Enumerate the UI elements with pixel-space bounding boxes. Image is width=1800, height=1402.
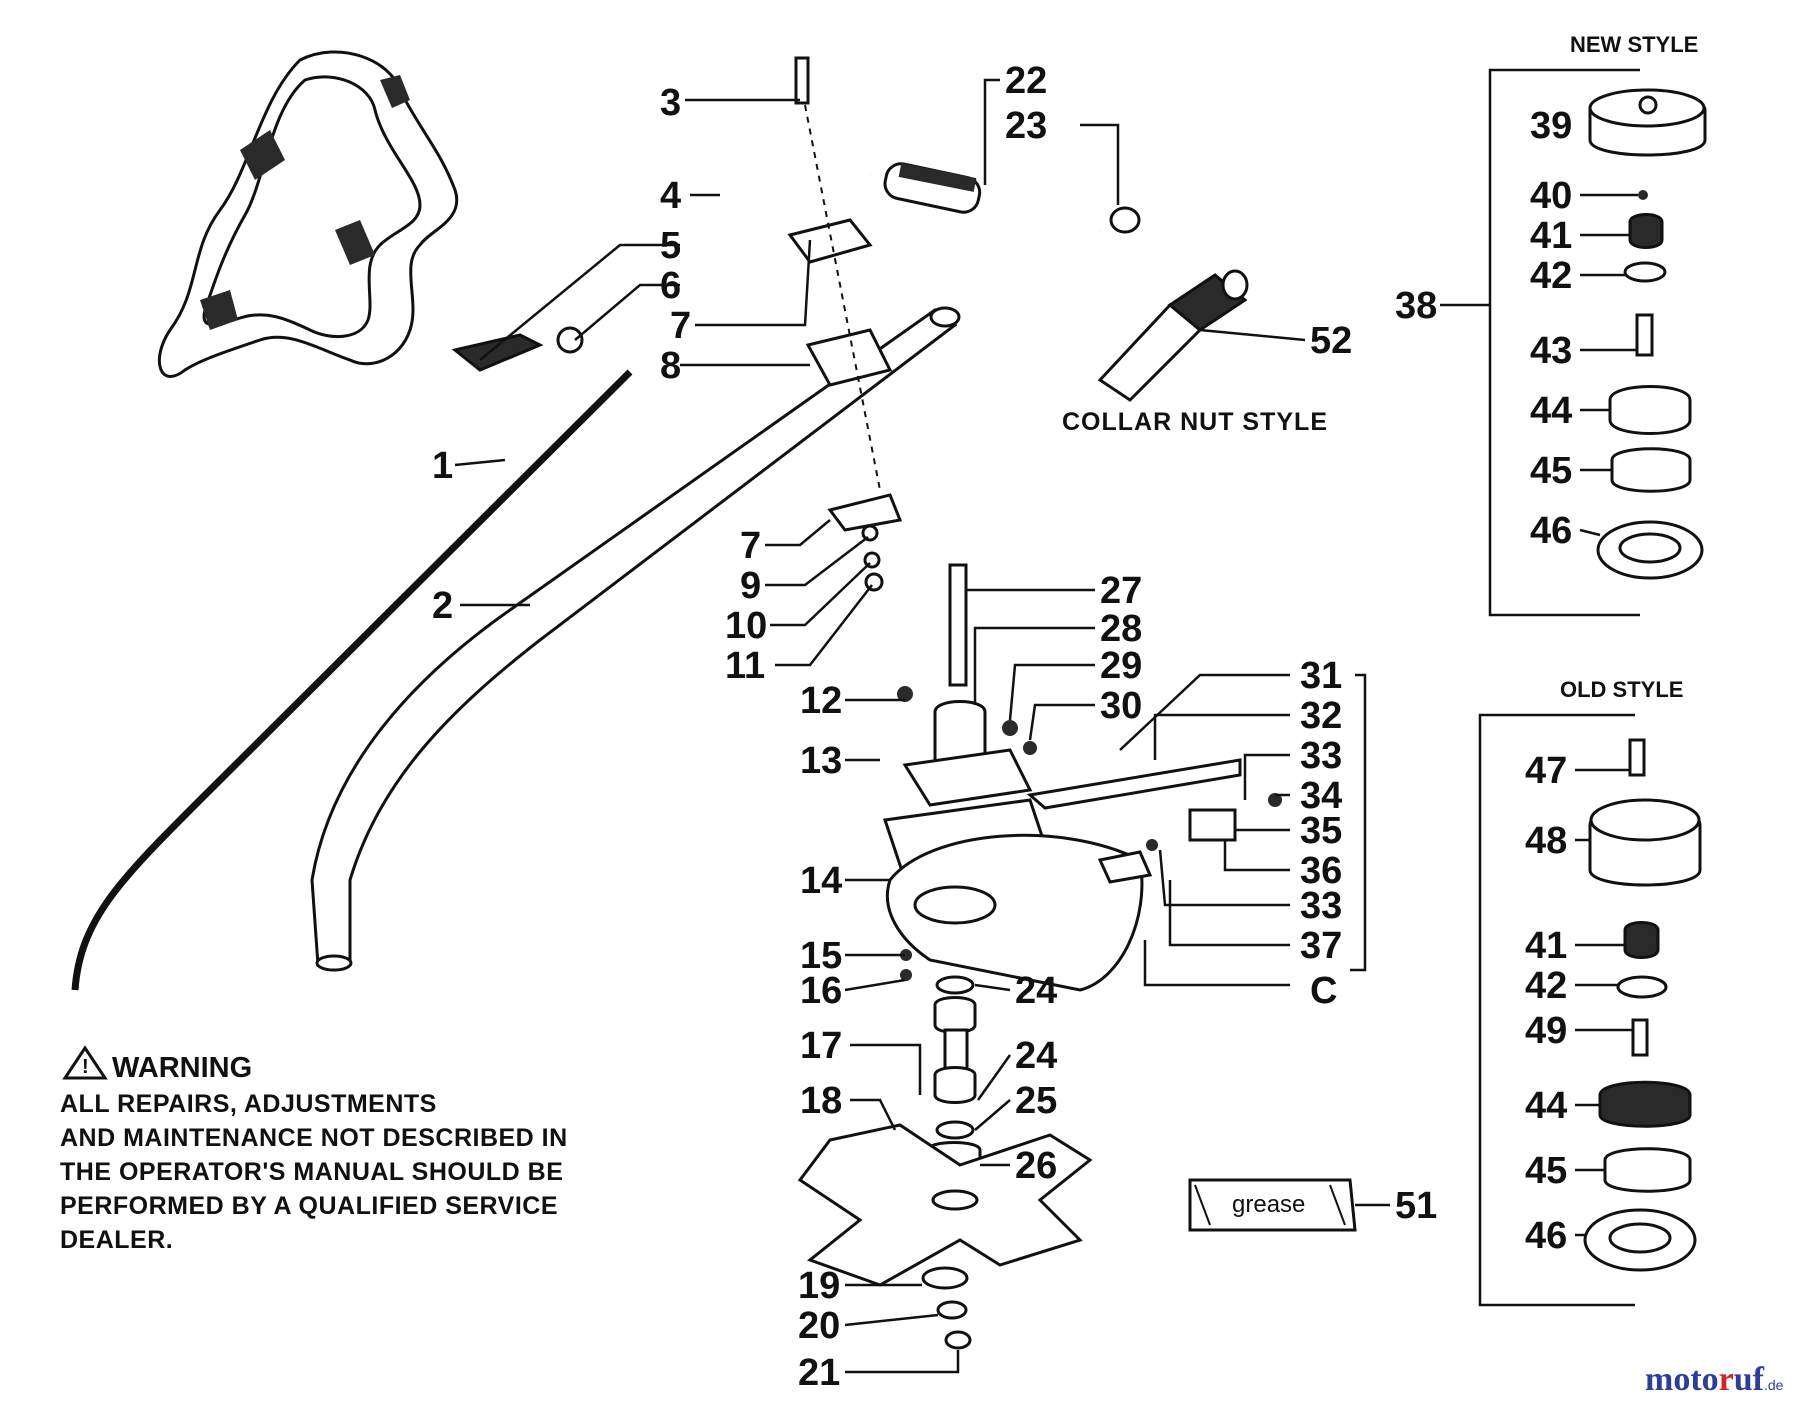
part-label: 15 xyxy=(800,935,842,977)
part-label: 46 xyxy=(1530,510,1572,552)
part-label: 33 xyxy=(1300,885,1342,927)
part-label: 23 xyxy=(1005,105,1047,147)
part-label: 9 xyxy=(740,565,761,607)
part-label: 26 xyxy=(1015,1145,1057,1187)
part-label: 42 xyxy=(1530,255,1572,297)
watermark-logo: motoruf.de xyxy=(1645,1361,1784,1398)
flex-drive-cable xyxy=(71,369,633,991)
part-label: 39 xyxy=(1530,105,1572,147)
part-label: 41 xyxy=(1530,215,1572,257)
old-style-parts xyxy=(1478,713,1702,1307)
part-label: 49 xyxy=(1525,1010,1567,1052)
warning-line: PERFORMED BY A QUALIFIED SERVICE xyxy=(60,1192,558,1220)
part-label: 14 xyxy=(800,860,842,902)
part-label: 46 xyxy=(1525,1215,1567,1257)
part-label: 20 xyxy=(798,1305,840,1347)
part-label: 51 xyxy=(1395,1185,1437,1227)
warning-line: ALL REPAIRS, ADJUSTMENTS xyxy=(60,1090,437,1118)
part-label: 43 xyxy=(1530,330,1572,372)
part-label: 18 xyxy=(800,1080,842,1122)
collar-nut xyxy=(1097,269,1249,402)
svg-text:!: ! xyxy=(82,1056,89,1078)
part-label: 12 xyxy=(800,680,842,722)
washer-19 xyxy=(921,1266,969,1290)
part-label: 7 xyxy=(670,305,691,347)
part-label: 11 xyxy=(725,645,765,687)
part-label: C xyxy=(1310,970,1337,1012)
warning-triangle-icon xyxy=(62,1045,108,1080)
part-label: 21 xyxy=(798,1352,840,1394)
part-label: 41 xyxy=(1525,925,1567,967)
part-label: 33 xyxy=(1300,735,1342,777)
part-label: 17 xyxy=(800,1025,842,1067)
leader-lines xyxy=(454,78,1638,1374)
part-label: 4 xyxy=(660,175,681,217)
gearhead-assembly xyxy=(883,563,1282,992)
part-label: 2 xyxy=(432,585,453,627)
part-label: 35 xyxy=(1300,810,1342,852)
part-label: 44 xyxy=(1530,390,1572,432)
part-label: 24 xyxy=(1015,970,1057,1012)
part-label: 28 xyxy=(1100,608,1142,650)
warning-title: WARNING xyxy=(112,1052,252,1084)
part-label: 16 xyxy=(800,970,842,1012)
part-label: 7 xyxy=(740,525,761,567)
part-label: 45 xyxy=(1530,450,1572,492)
part-label: 30 xyxy=(1100,685,1142,727)
collar-nut-style-caption: COLLAR NUT STYLE xyxy=(1062,408,1328,436)
new-style-title: NEW STYLE xyxy=(1570,32,1698,57)
part-label: 37 xyxy=(1300,925,1342,967)
part-label: 48 xyxy=(1525,820,1567,862)
part-label: 25 xyxy=(1015,1080,1057,1122)
part-label: 10 xyxy=(725,605,767,647)
part-label: 40 xyxy=(1530,175,1572,217)
shoulder-strap xyxy=(157,50,584,378)
part-label: 3 xyxy=(660,82,681,124)
part-number-labels: 1 2 3 4 5 6 7 8 7 9 10 11 12 13 14 15 16… xyxy=(432,60,1572,1394)
cutting-blade xyxy=(797,1123,1093,1287)
part-label: 27 xyxy=(1100,570,1142,612)
part-label: 44 xyxy=(1525,1085,1567,1127)
part-label: 52 xyxy=(1310,320,1352,362)
part-label: 47 xyxy=(1525,750,1567,792)
part-label: 32 xyxy=(1300,695,1342,737)
warning-line: AND MAINTENANCE NOT DESCRIBED IN xyxy=(60,1124,568,1152)
part-label: 36 xyxy=(1300,850,1342,892)
warning-line: THE OPERATOR'S MANUAL SHOULD BE xyxy=(60,1158,563,1186)
nut-21 xyxy=(944,1330,972,1350)
part-label: 5 xyxy=(660,225,681,267)
part-label: 42 xyxy=(1525,965,1567,1007)
part-label: 13 xyxy=(800,740,842,782)
part-label: 24 xyxy=(1015,1035,1057,1077)
svg-text:motoruf.de: motoruf.de xyxy=(1645,1361,1784,1398)
old-style-title: OLD STYLE xyxy=(1560,677,1683,702)
part-label: 22 xyxy=(1005,60,1047,102)
warning-block: ! WARNING ALL REPAIRS, ADJUSTMENTS AND M… xyxy=(60,1045,568,1254)
drive-shaft-housing xyxy=(310,306,961,972)
washer-20 xyxy=(936,1300,968,1320)
part-label: 45 xyxy=(1525,1150,1567,1192)
new-style-parts xyxy=(1488,68,1707,617)
warning-line: DEALER. xyxy=(60,1226,173,1254)
part-label: 38 xyxy=(1395,285,1437,327)
part-label: 34 xyxy=(1300,775,1342,817)
part-label: 31 xyxy=(1300,655,1342,697)
handle-bar-assembly xyxy=(725,56,1141,532)
part-label: 1 xyxy=(432,445,453,487)
part-label: 8 xyxy=(660,345,681,387)
grease-tube xyxy=(1188,1178,1357,1232)
part-label: 6 xyxy=(660,265,681,307)
grease-label: grease xyxy=(1232,1191,1305,1218)
part-label: 19 xyxy=(798,1265,840,1307)
part-label: 29 xyxy=(1100,645,1142,687)
